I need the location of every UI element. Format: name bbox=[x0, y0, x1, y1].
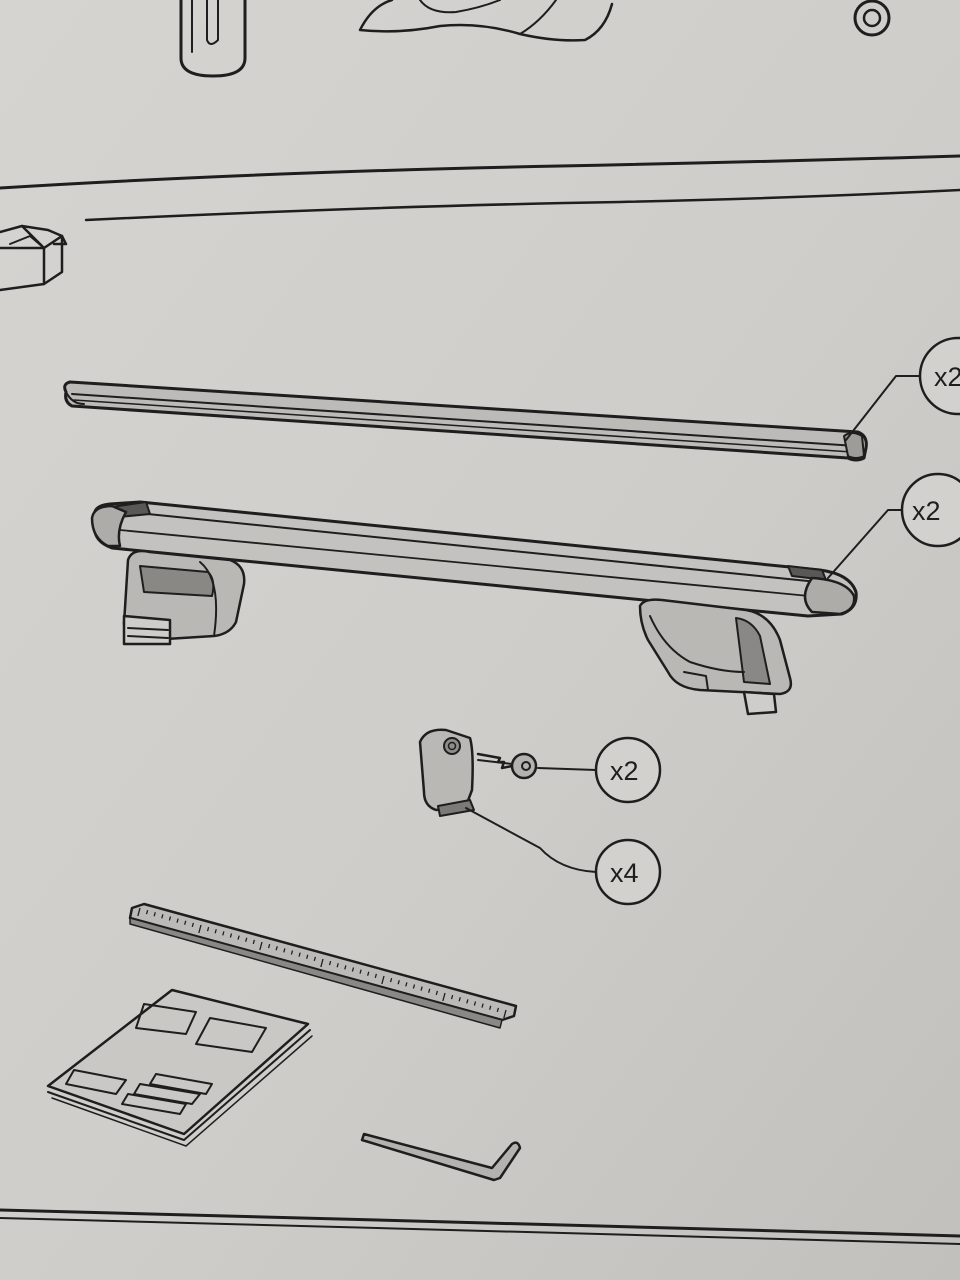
ruler-tick bbox=[336, 963, 339, 968]
section-divider-top bbox=[0, 154, 960, 190]
ruler-tick bbox=[176, 918, 179, 923]
end-cap-leader: x4 bbox=[465, 807, 662, 906]
box-contents-icon bbox=[0, 224, 68, 292]
ruler-tick bbox=[184, 920, 187, 925]
ruler-tick bbox=[161, 914, 164, 919]
ruler-tick bbox=[298, 952, 301, 957]
ruler-tick bbox=[214, 929, 217, 934]
ruler-tick bbox=[290, 950, 294, 955]
ruler-tick bbox=[397, 980, 400, 985]
ruler-tick bbox=[466, 999, 469, 1004]
ruler-tick bbox=[191, 922, 195, 928]
top-cropped-washer-icon bbox=[853, 0, 891, 37]
ruler-tick bbox=[252, 939, 256, 945]
roof-bar-leader: x2 bbox=[827, 472, 960, 579]
rail-profile-leader: x2 bbox=[845, 336, 960, 441]
ruler-tick bbox=[198, 924, 202, 934]
ruler-tick bbox=[381, 975, 385, 985]
ruler-tick bbox=[428, 988, 431, 993]
top-cropped-bottle-icon bbox=[179, 0, 247, 78]
rail-profile-icon bbox=[63, 380, 868, 462]
ruler-tick bbox=[450, 994, 454, 1000]
manual-icon bbox=[46, 988, 313, 1147]
ruler-tick bbox=[503, 1009, 507, 1019]
ruler-tick bbox=[412, 984, 416, 989]
ruler-tick bbox=[237, 935, 240, 940]
ruler-tick bbox=[328, 960, 332, 966]
end-cap-quantity: x4 bbox=[610, 858, 639, 888]
ruler-tick bbox=[389, 977, 393, 983]
ruler-tick bbox=[145, 909, 149, 915]
ruler-tick bbox=[306, 954, 309, 959]
roof-bar-icon bbox=[90, 500, 858, 716]
key-icon bbox=[476, 752, 538, 780]
ruler-tick bbox=[405, 982, 408, 987]
section-divider-bottom bbox=[0, 1208, 960, 1238]
ruler-tick bbox=[267, 943, 271, 949]
section-divider-sub bbox=[84, 188, 960, 222]
ruler-tick bbox=[320, 958, 324, 968]
ruler-tick bbox=[473, 1001, 477, 1006]
ruler-tick bbox=[259, 941, 263, 951]
roof-bar-quantity: x2 bbox=[912, 496, 941, 526]
ruler-tick bbox=[458, 997, 461, 1002]
ruler-tick bbox=[206, 926, 210, 932]
ruler-tick bbox=[489, 1005, 492, 1010]
ruler-tick bbox=[153, 912, 156, 917]
ruler-icon bbox=[128, 902, 518, 1029]
ruler-tick bbox=[435, 990, 439, 996]
ruler-tick bbox=[374, 973, 378, 979]
ruler-tick bbox=[351, 967, 355, 972]
ruler-tick bbox=[245, 937, 248, 942]
ruler-tick bbox=[367, 971, 370, 976]
top-cropped-cloth-icon bbox=[358, 0, 614, 42]
rail-profile-quantity: x2 bbox=[934, 362, 960, 392]
ruler-tick bbox=[275, 946, 278, 951]
section-divider-bottom-inner bbox=[0, 1217, 960, 1245]
end-cap-icon bbox=[418, 728, 475, 817]
allen-key-icon bbox=[360, 1132, 522, 1182]
ruler-tick bbox=[496, 1007, 500, 1013]
key-leader: x2 bbox=[537, 736, 662, 804]
ruler-tick bbox=[222, 931, 225, 936]
ruler-tick bbox=[168, 916, 172, 921]
ruler-tick bbox=[442, 992, 446, 1002]
key-quantity: x2 bbox=[610, 756, 639, 786]
ruler-tick bbox=[313, 956, 317, 962]
ruler-tick bbox=[283, 948, 286, 953]
ruler-tick bbox=[481, 1003, 484, 1008]
ruler-tick bbox=[344, 965, 347, 970]
ruler-tick bbox=[420, 986, 423, 991]
ruler-tick bbox=[359, 969, 362, 974]
ruler-tick bbox=[229, 933, 233, 938]
ruler-tick bbox=[137, 907, 141, 917]
